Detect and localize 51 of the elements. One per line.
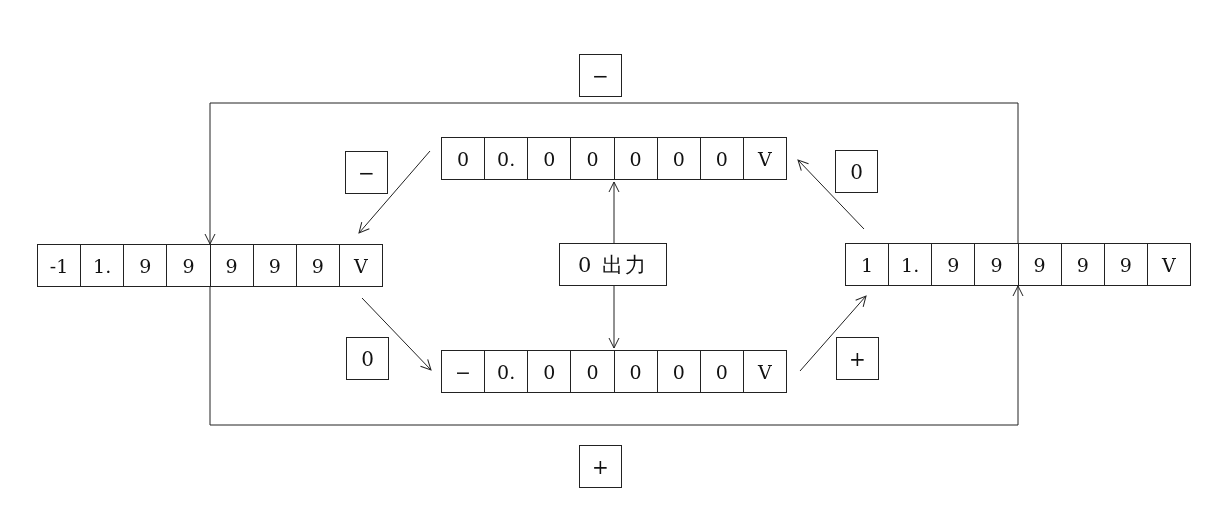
arrow — [608, 285, 620, 349]
key-label: − — [345, 151, 388, 194]
digit-cell: 0. — [484, 350, 529, 393]
digit-cell: 0 — [699, 137, 744, 180]
digit-cell: V — [742, 137, 787, 180]
arrow — [204, 102, 1019, 245]
digit-cell: 9 — [1103, 243, 1148, 286]
digit-cell: 1 — [845, 243, 890, 286]
digit-cell: 1. — [80, 244, 125, 287]
digit-cell: V — [1146, 243, 1191, 286]
digit-cell: 0 — [656, 350, 701, 393]
digit-cell: 0 — [527, 137, 572, 180]
digit-cell: 0 — [613, 137, 658, 180]
digit-cell: 9 — [252, 244, 297, 287]
digit-cell: 0 — [699, 350, 744, 393]
digit-cell: 9 — [123, 244, 168, 287]
arrow — [797, 159, 865, 230]
arrow — [799, 295, 867, 372]
digit-cell: 1. — [888, 243, 933, 286]
digit-cell: 9 — [209, 244, 254, 287]
digit-cell: 0. — [484, 137, 529, 180]
digit-cell: V — [742, 350, 787, 393]
digit-cell: 9 — [166, 244, 211, 287]
key-label: + — [836, 337, 879, 380]
digit-cell: 0 — [570, 137, 615, 180]
digit-cell: 0 — [613, 350, 658, 393]
digit-cell: 9 — [295, 244, 340, 287]
digit-cell: V — [338, 244, 383, 287]
digit-cell: 0 — [441, 137, 486, 180]
arrow — [209, 285, 1024, 426]
output-box: 0 出力 — [559, 243, 667, 286]
display-panel — [441, 350, 787, 393]
digit-cell: 0 — [656, 137, 701, 180]
digit-cell: 9 — [1017, 243, 1062, 286]
key-label: − — [579, 54, 622, 97]
digit-cell: 0 — [527, 350, 572, 393]
display-panel — [37, 244, 383, 287]
arrow — [361, 297, 432, 371]
digit-cell: − — [441, 350, 486, 393]
key-label: 0 — [346, 337, 389, 380]
display-panel — [441, 137, 787, 180]
display-panel — [845, 243, 1191, 286]
digit-cell: 0 — [570, 350, 615, 393]
arrow — [358, 150, 431, 234]
key-label: 0 — [835, 150, 878, 193]
digit-cell: -1 — [37, 244, 82, 287]
key-label: + — [579, 445, 622, 488]
arrow — [608, 181, 620, 244]
digit-cell: 9 — [931, 243, 976, 286]
digit-cell: 9 — [1060, 243, 1105, 286]
digit-cell: 9 — [974, 243, 1019, 286]
